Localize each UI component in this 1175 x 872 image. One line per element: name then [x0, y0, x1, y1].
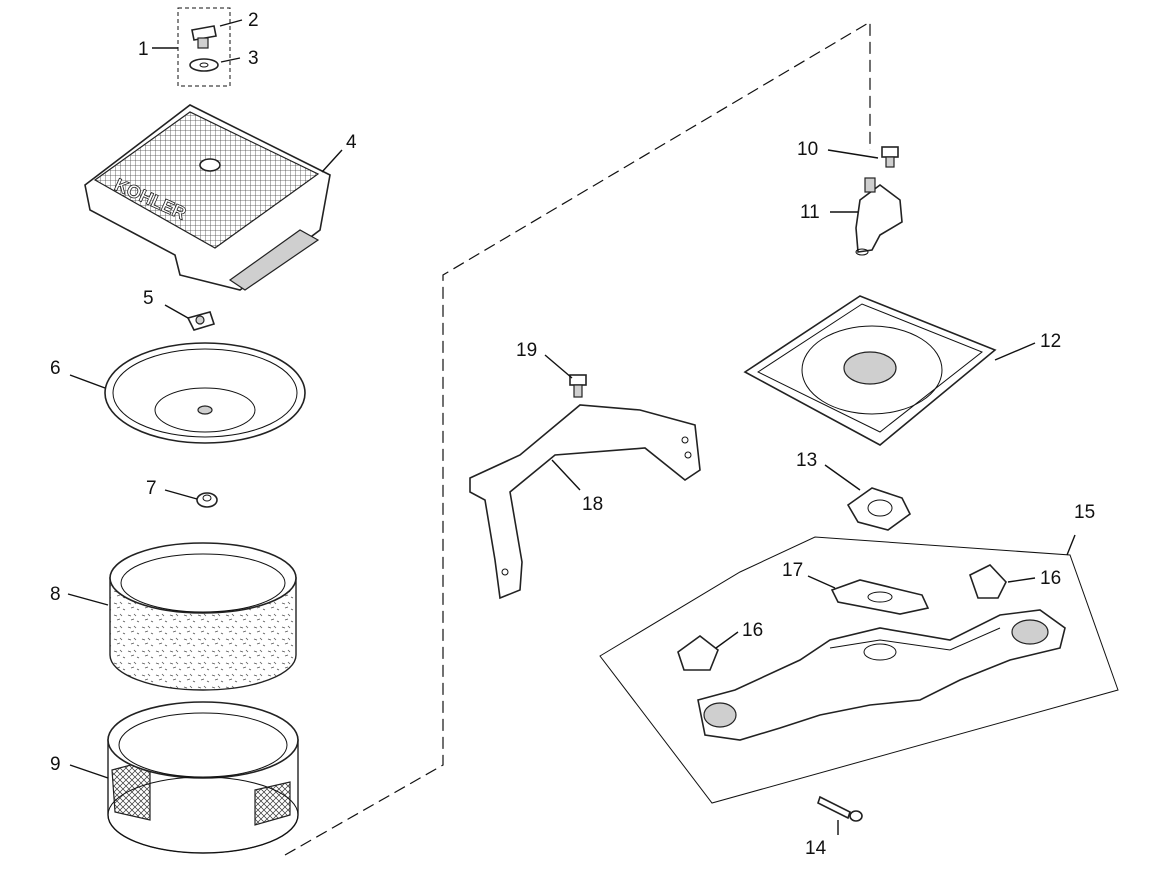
callout-16-a: 16: [1040, 568, 1061, 589]
leader-lines: [67, 19, 1036, 835]
callout-14: 14: [805, 838, 827, 859]
callout-1: 1: [138, 39, 149, 60]
part-4-cover: KOHLER: [84, 104, 331, 291]
part-8-precleaner: [109, 542, 297, 691]
callout-13: 13: [796, 450, 817, 471]
part-2-wingnut: [191, 25, 217, 49]
part-13-gasket: [846, 487, 912, 531]
callout-12: 12: [1040, 331, 1061, 352]
callout-6: 6: [50, 358, 61, 379]
part-17-gasket: [830, 579, 930, 615]
part-12-tray: [743, 295, 997, 446]
part-10-bolt: [881, 146, 899, 168]
callout-18: 18: [582, 494, 603, 515]
part-3-washer: [189, 58, 219, 72]
callout-17: 17: [782, 560, 803, 581]
part-19-bolt: [569, 374, 587, 398]
callout-15: 15: [1074, 502, 1095, 523]
callout-9: 9: [50, 754, 61, 775]
part-16-ring-b: [677, 634, 719, 671]
part-5-clip: [186, 311, 216, 331]
callout-3: 3: [248, 48, 259, 69]
intake-manifold: [697, 609, 1066, 741]
part-7-nut: [196, 492, 218, 508]
part-18-bracket: [469, 404, 701, 600]
callout-16-b: 16: [742, 620, 763, 641]
callout-11: 11: [800, 202, 820, 223]
callout-7: 7: [146, 478, 157, 499]
callout-labels: 1 2 3 4 5 6 7 8 9 10 11 12 13 14 15 16 1…: [50, 10, 1095, 859]
callout-19: 19: [516, 340, 537, 361]
part-15-box: [599, 534, 1119, 804]
callout-5: 5: [143, 288, 154, 309]
part-6-base: [104, 342, 306, 444]
callout-2: 2: [248, 10, 259, 31]
part-16-ring-a: [969, 564, 1007, 599]
part-11-bracket: [855, 177, 903, 256]
callout-10: 10: [797, 139, 818, 160]
part-9-filter: [107, 701, 299, 854]
part-14-bolt: [817, 795, 863, 822]
assembly-dash-outline: [284, 20, 871, 856]
callout-8: 8: [50, 584, 61, 605]
callout-4: 4: [346, 132, 357, 153]
group-bracket-1: [152, 7, 231, 87]
